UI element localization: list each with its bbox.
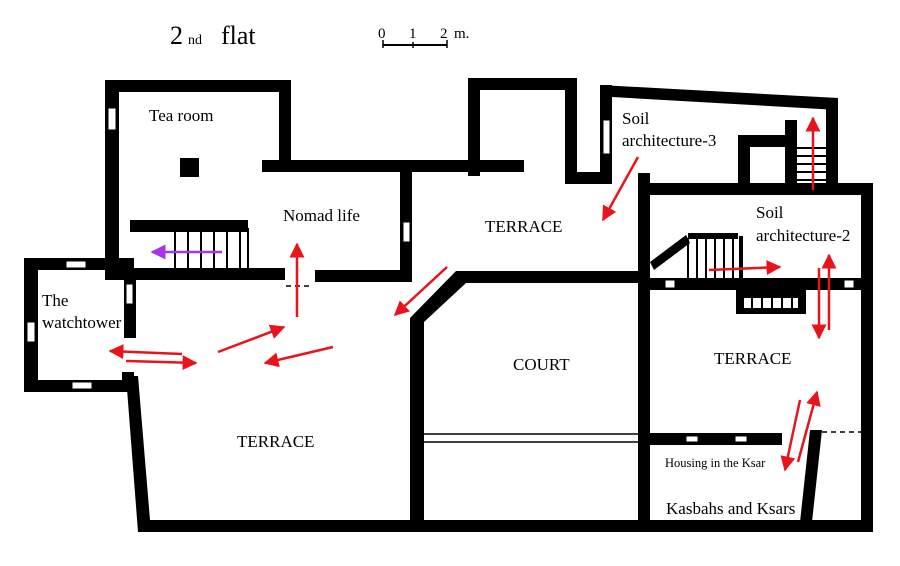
label-watchtower-1: The [42,291,68,310]
stair-east-west [687,233,743,278]
scale-bar: 0 1 2 m. [378,26,469,48]
wall-east-inner [638,173,650,530]
arrow-housing-up [796,390,821,463]
wall-south [138,520,873,532]
window-tower-bottom [71,381,93,390]
title-word: flat [221,21,256,50]
label-soil-arch-2-1: Soil [756,203,784,222]
wall-east-mid [650,278,862,290]
window-housing-1 [685,435,699,443]
wall-stair-top [130,220,248,232]
window-tower-left [26,321,36,343]
wall-tea-right [279,80,291,170]
stair-alcove [797,147,826,188]
wall-terrace-left-lower [126,376,150,532]
arrow-terrace-2 [263,345,334,368]
wall-stairbox-top [736,290,806,298]
title-number: 2 [170,21,183,50]
window-east-1 [664,279,676,289]
stairs [174,147,826,308]
court-divider [424,433,650,443]
wall-alcove-mid [785,120,797,190]
label-kasbahs: Kasbahs and Ksars [666,499,795,518]
label-watchtower-2: watchtower [42,313,122,332]
label-housing: Housing in the Ksar [665,456,766,470]
label-court: COURT [513,355,570,374]
label-terrace-north: TERRACE [485,217,562,236]
wall-east [861,183,873,532]
window-housing-2 [734,435,748,443]
wall-alcove-right [826,98,838,190]
label-terrace-main: TERRACE [237,432,314,451]
label-soil-arch-2-2: architecture-2 [756,226,850,245]
wall-stairbox-bottom [736,308,806,314]
scale-tick-0: 0 [378,26,386,42]
wall-housing-right [800,430,822,522]
scale-tick-2: 2 [440,26,448,42]
arrow-terrace-north [393,266,448,317]
scale-unit: m. [454,26,469,42]
wall-housing-top [650,433,782,445]
arrow-housing-down [780,399,802,472]
wall-nomad-top [262,160,524,172]
window-tower-top [65,260,87,269]
label-terrace-east: TERRACE [714,349,791,368]
arrow-tower-out [125,355,198,371]
wall-tea-top [105,80,291,92]
arrow-sa3 [601,156,640,222]
wall-niche-top [468,78,577,90]
wall-niche-right [565,78,577,184]
window-terrace-left [125,283,134,305]
label-soil-arch-3-2: architecture-3 [622,131,716,150]
windows [26,107,855,443]
arrow-east-stair [708,260,782,276]
dashed-thresholds [286,285,862,433]
wall-tea-bottom [105,268,285,280]
route-arrows [108,116,837,472]
arrow-tower-in [108,344,183,360]
window-nomad [402,221,411,243]
wall-niche-left [468,78,480,176]
wall-tower-right [122,372,134,392]
title-superscript: nd [188,33,202,48]
wall-stairbox-right [798,290,806,314]
wall-nomad-bottom-right [315,270,412,282]
label-tea-room: Tea room [149,106,213,125]
window-sa3 [602,119,611,155]
stair-tea [174,228,249,268]
stair-box [751,298,793,308]
wall-stair-diag [650,235,690,270]
window-east-2 [843,279,855,289]
label-nomad-life: Nomad life [283,206,360,225]
wall-stairbox-left [736,290,744,314]
wall-alcove-top [738,135,788,147]
wall-court-top [410,271,650,530]
wall-alcove-left [738,135,750,191]
wall-north-slant [600,85,838,110]
label-soil-arch-3-1: Soil [622,109,650,128]
window-tea [107,107,117,131]
arrow-terrace-1 [217,324,286,354]
pillar [180,158,199,177]
scale-tick-1: 1 [409,26,417,42]
